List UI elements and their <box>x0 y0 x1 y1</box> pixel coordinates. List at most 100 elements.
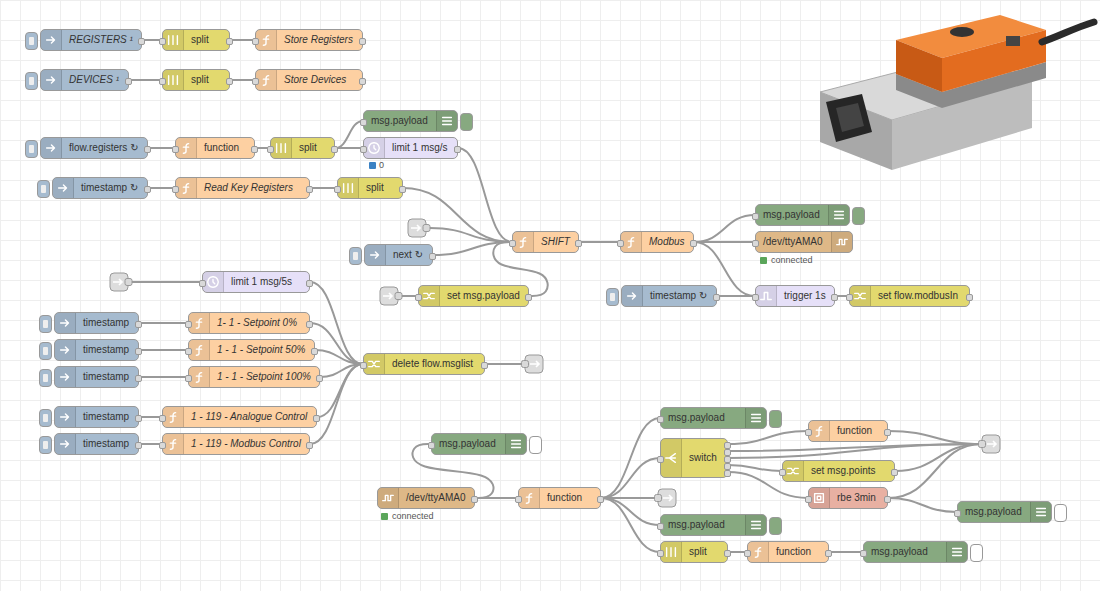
node-icon <box>748 542 769 562</box>
inject-button-face <box>29 145 34 153</box>
node-label: limit 1 msg/5s <box>224 276 309 288</box>
node-label: /dev/ttyAMA0 <box>756 236 831 248</box>
debug-toggle <box>460 113 473 131</box>
node-icon-path <box>61 374 69 380</box>
node-label: msg.payload <box>661 412 745 424</box>
node-label: flow.registers ↻ <box>62 142 147 154</box>
node-label: limit 1 msg/s <box>385 142 457 154</box>
output-port <box>135 348 142 355</box>
input-port <box>185 348 192 355</box>
input-port <box>267 146 274 153</box>
output-port <box>454 146 461 153</box>
node-icon-path <box>47 77 55 83</box>
status-indicators-part <box>381 513 388 520</box>
link-in-node <box>110 273 132 291</box>
link-out-node <box>655 489 677 507</box>
node-icon-path <box>47 37 55 43</box>
flow-node: msg.payload <box>863 541 968 563</box>
actuator-illustration-part <box>942 30 1046 92</box>
flow-node: timestamp <box>54 366 139 388</box>
status-indicators <box>369 162 767 520</box>
output-port <box>429 253 436 260</box>
input-port <box>360 119 367 126</box>
link-out-node-part <box>987 441 996 447</box>
node-icon <box>176 138 197 158</box>
node-icon-glyph <box>1034 505 1048 519</box>
flow-node: 1 - 1 - Setpoint 100% <box>188 366 320 388</box>
flow-node: SHIFT <box>512 231 579 253</box>
node-icon-path <box>208 277 219 288</box>
node-label: function <box>769 546 828 558</box>
input-port <box>159 78 166 85</box>
flow-node: function <box>747 541 829 563</box>
status-label: connected <box>392 511 434 522</box>
node-icon <box>661 542 682 562</box>
node-icon-path <box>196 373 201 383</box>
node-icon <box>55 313 76 333</box>
node-label: set flow.modbusIn <box>871 290 969 302</box>
node-label: delete flow.msglist <box>385 358 484 370</box>
node-icon-path <box>61 441 69 447</box>
input-port <box>954 510 961 517</box>
output-port <box>724 550 731 557</box>
node-label: msg.payload <box>661 519 745 531</box>
inject-button <box>39 315 52 333</box>
flow-wire <box>335 121 363 148</box>
flow-node: 1 - 119 - Analogue Control <box>162 406 317 428</box>
node-icon-path <box>59 185 67 191</box>
flow-wire <box>601 498 660 552</box>
output-port <box>135 442 142 449</box>
flow-wire <box>829 551 863 553</box>
input-port <box>185 375 192 382</box>
input-port <box>360 362 367 369</box>
debug-toggle <box>769 410 782 428</box>
node-label: Read Key Registers <box>197 182 309 194</box>
input-port <box>509 240 516 247</box>
node-icon <box>203 272 224 292</box>
output-port <box>306 442 313 449</box>
output-port <box>135 321 142 328</box>
output-port <box>399 186 406 193</box>
node-icon <box>513 232 534 252</box>
flow-wire <box>403 188 512 242</box>
link-in-node-part <box>411 225 420 231</box>
flow-node: switch <box>660 438 728 478</box>
node-icon-path <box>61 414 69 420</box>
input-port <box>846 294 853 301</box>
flow-wire <box>129 79 162 81</box>
inject-button-face <box>43 347 48 355</box>
flow-wire <box>148 147 175 149</box>
input-port <box>779 469 786 476</box>
flow-node: timestamp ↻ <box>52 177 148 199</box>
output-port <box>481 362 488 369</box>
flow-node: msg.payload <box>363 110 458 132</box>
input-port <box>252 38 259 45</box>
node-label: split <box>359 182 402 194</box>
debug-toggle <box>852 207 865 225</box>
node-label: split <box>682 546 727 558</box>
flow-wire <box>139 322 188 324</box>
node-label: Store Registers <box>277 34 362 46</box>
output-port <box>306 186 313 193</box>
inject-button <box>25 72 38 90</box>
node-label: set msg.points <box>804 465 894 477</box>
input-port <box>334 186 341 193</box>
static-wires-part <box>485 363 525 365</box>
node-icon-glyph <box>44 33 58 47</box>
node-icon-path <box>815 494 824 503</box>
inject-button-face <box>29 77 34 85</box>
node-icon <box>41 30 62 50</box>
node-icon <box>364 354 385 374</box>
input-port <box>199 280 206 287</box>
output-port <box>575 240 582 247</box>
node-icon <box>163 407 184 427</box>
flow-node: 1- 1 - Setpoint 0% <box>188 312 310 334</box>
inject-button <box>25 32 38 50</box>
node-icon-glyph <box>624 235 638 249</box>
node-icon <box>745 515 766 535</box>
input-port <box>252 78 259 85</box>
output-port <box>724 463 731 470</box>
output-port <box>525 294 532 301</box>
node-label: 1 - 119 - Modbus Control <box>184 438 309 450</box>
link-out-node-part <box>530 361 539 367</box>
